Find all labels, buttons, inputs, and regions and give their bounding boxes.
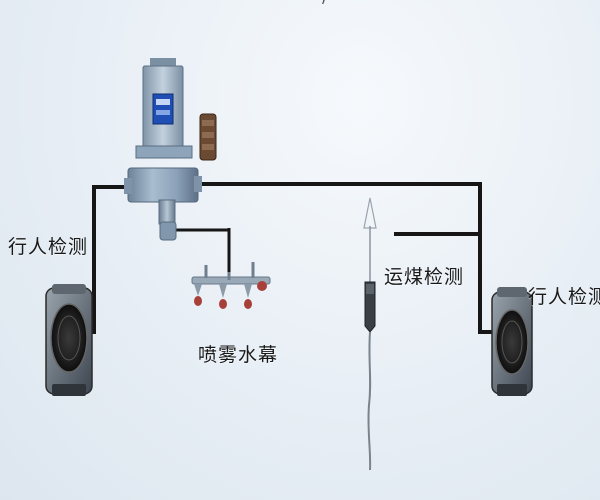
probe-body [364, 281, 376, 333]
pipe-network [84, 182, 494, 334]
valve-outlet-elbow [159, 221, 177, 241]
detector-lens [495, 309, 529, 375]
detector-bracket [497, 287, 527, 297]
coal-detection-sensor [363, 197, 377, 471]
valve-inlet [124, 178, 132, 194]
detector-base [497, 384, 527, 396]
nozzle-tip-red [219, 299, 227, 309]
valve-outlet [194, 176, 202, 192]
pedestrian-detector-left [45, 284, 93, 396]
detector-lens-ring [501, 320, 523, 364]
controller-cap [150, 58, 176, 68]
valve-body [127, 167, 199, 203]
label-spray-curtain: 喷雾水幕 [198, 344, 279, 366]
label-coal-detection: 运煤检测 [384, 266, 465, 288]
nozzle [194, 284, 202, 296]
side-device-ridge [202, 132, 214, 138]
manifold-bar [191, 276, 271, 285]
nozzle-tip-red [244, 299, 252, 309]
detector-bracket [52, 284, 86, 294]
spray-controller [124, 58, 217, 241]
nozzle-tip-red [257, 281, 267, 291]
controller-screen-text [156, 99, 170, 105]
detector-base [52, 384, 86, 396]
side-device-ridge [202, 120, 214, 126]
controller-flange-top [135, 145, 193, 159]
spray-manifold [191, 262, 271, 309]
pedestrian-detector-right [491, 287, 533, 396]
detector-lens-ring [57, 315, 81, 361]
nozzle [244, 284, 252, 298]
probe-collar [366, 284, 374, 294]
controller-screen-line [156, 110, 170, 115]
label-pedestrian-right: 行人检测 [528, 286, 600, 308]
valve-stem [158, 199, 176, 225]
side-device-ridge [202, 144, 214, 150]
controller-screen [152, 93, 174, 125]
detector-lens [50, 303, 88, 373]
nozzle [219, 284, 227, 298]
top-caption: ) [10, 0, 340, 4]
top-caption-right: ) [320, 0, 326, 4]
probe-cable [367, 331, 372, 471]
probe-antenna [363, 197, 377, 229]
label-pedestrian-left: 行人检测 [8, 236, 89, 258]
nozzle-tip-red [194, 296, 202, 306]
